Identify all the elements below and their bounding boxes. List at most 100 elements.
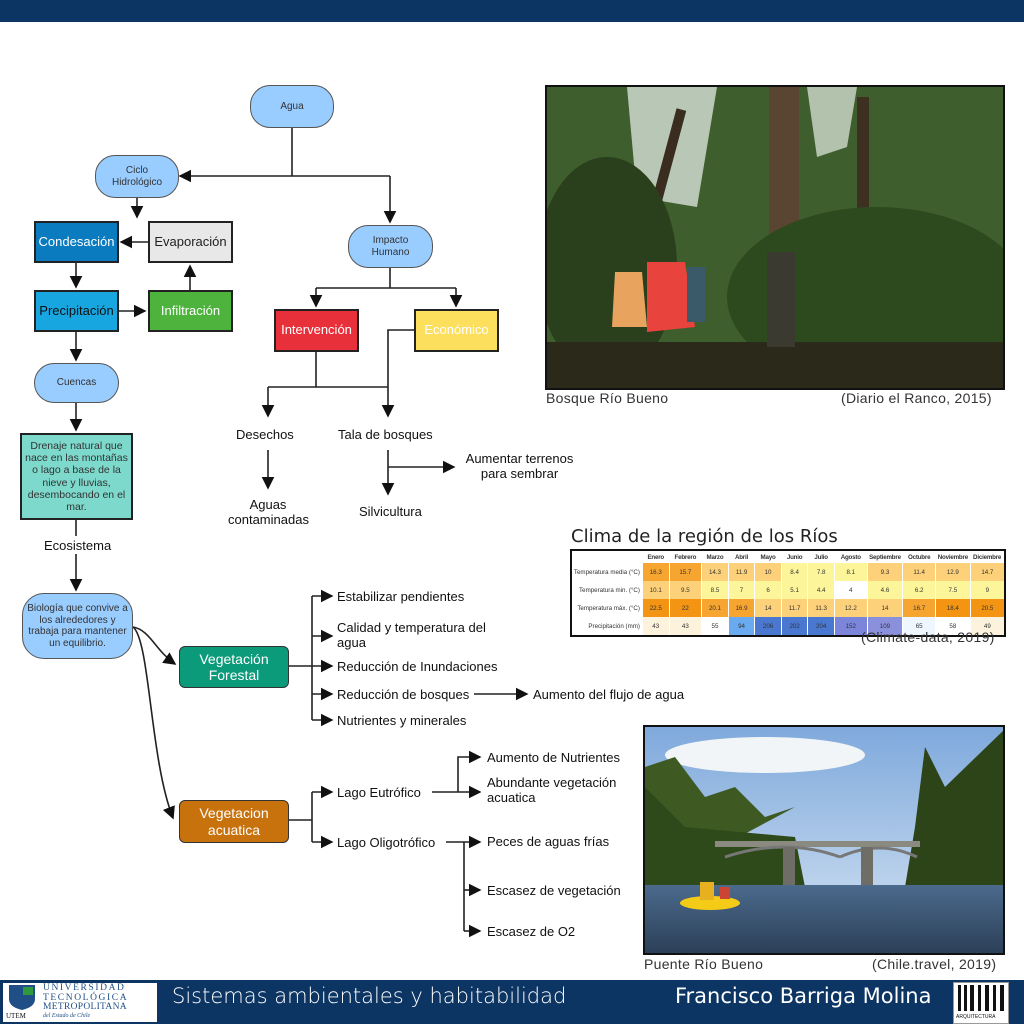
oligotrofico-item: Escasez de O2 [487,924,576,939]
clima-cell: 20.1 [701,599,729,617]
source-bosque: (Diario el Ranco, 2015) [841,390,992,406]
clima-row-label: Precipitación (mm) [570,617,643,636]
clima-cell: 8.1 [833,563,868,581]
top-banner [0,0,1024,22]
node-condensacion-label: Condesación [38,233,115,249]
clima-cell: 4.4 [807,581,835,599]
label-silvicultura: Silvicultura [359,504,422,519]
utem-shield-icon [9,985,35,1010]
node-intervencion: Intervención [274,309,359,352]
clima-cell: 65 [902,617,936,636]
clima-cell: 4.6 [866,581,903,599]
label-desechos: Desechos [236,427,294,442]
clima-cell: 43 [641,617,670,636]
clima-cell: 43 [668,617,702,636]
clima-cell: 4 [833,581,868,599]
node-intervencion-label: Intervención [281,322,352,338]
clima-cell: 204 [807,617,835,636]
node-agua: Agua [250,85,334,128]
oligotrofico-item: Escasez de vegetación [487,883,621,898]
forestal-item: Calidad y temperatura del agua [337,620,486,650]
clima-cell: 9.5 [668,581,702,599]
clima-cell: 18.4 [935,599,971,617]
node-biologia: Biología que convive a los alrededores y… [22,593,133,659]
arquitectura-logo-icon [958,985,1004,1011]
utem-subtitle: del Estado de Chile [43,1013,91,1019]
node-vegetacion-acuatica: Vegetacion acuatica [179,800,289,843]
node-cuencas: Cuencas [34,363,119,403]
clima-cell: 11.3 [807,599,835,617]
forestal-item: Nutrientes y minerales [337,713,467,728]
clima-cell: 22 [668,599,702,617]
node-cuencas-label: Cuencas [56,377,97,389]
node-condensacion: Condesación [34,221,119,263]
utem-line-2: TECNOLÓGICA [43,992,129,1003]
node-biologia-label: Biología que convive a los alrededores y… [27,603,128,649]
clima-cell: 11.7 [780,599,808,617]
node-economico-label: Económico [424,322,489,338]
utem-logo: UTEM UNIVERSIDAD TECNOLÓGICA METROPOLITA… [3,983,157,1022]
clima-cell: 12.2 [833,599,868,617]
clima-month-header: Septiembre [869,553,901,561]
clima-cell: 58 [935,617,971,636]
node-economico: Económico [414,309,499,352]
author-name: Francisco Barriga Molina [675,984,932,1008]
clima-cell: 7.5 [935,581,971,599]
clima-month-header: Abril [734,553,749,561]
clima-cell: 11.9 [727,563,755,581]
clima-row-label: Temperatura min. (°C) [570,581,643,599]
caption-bosque: Bosque Río Bueno [546,390,669,406]
clima-cell: 10 [754,563,782,581]
label-aguas-contaminadas: Aguas contaminadas [228,497,309,527]
node-impacto-label: Impacto Humano [371,235,410,258]
utem-acronym: UTEM [6,1012,26,1020]
clima-corner [571,550,642,563]
clima-cell: 8.5 [701,581,729,599]
source-puente: (Chile.travel, 2019) [872,956,997,972]
clima-cell: 206 [754,617,782,636]
node-acuatica-label: Vegetacion acuatica [199,805,269,838]
utem-name: UNIVERSIDAD TECNOLÓGICA METROPOLITANA [43,983,129,1013]
node-vegetacion-forestal: Vegetación Forestal [179,646,289,688]
clima-cell: 12.9 [935,563,971,581]
river-illustration [645,727,1003,953]
course-title: Sistemas ambientales y habitabilidad [172,984,567,1008]
clima-title: Clima de la región de los Ríos [571,526,838,547]
label-aumentar-terrenos: Aumentar terrenos para sembrar [465,451,574,481]
clima-cell: 14.7 [969,563,1005,581]
clima-cell: 20.5 [969,599,1005,617]
node-evaporacion-label: Evaporación [154,233,227,249]
forestal-item: Reducción de bosques [337,687,470,702]
node-forestal-label: Vegetación Forestal [199,650,269,683]
clima-cell: 8.4 [780,563,808,581]
clima-cell: 10.1 [641,581,670,599]
node-agua-label: Agua [280,100,304,112]
clima-cell: 14 [866,599,903,617]
clima-cell: 15.7 [668,563,702,581]
clima-cell: 16.3 [641,563,670,581]
label-lago-eutrofico: Lago Eutrófico [337,785,421,800]
clima-cell: 16.7 [902,599,936,617]
utem-line-1: UNIVERSIDAD [43,983,126,993]
forestal-item: Estabilizar pendientes [337,589,465,604]
clima-cell: 16.9 [727,599,755,617]
clima-month-header: Enero [647,553,665,561]
arquitectura-label: ARQUITECTURA [956,1014,996,1020]
clima-cell: 9.3 [866,563,903,581]
clima-cell: 7 [727,581,755,599]
clima-month-header: Julio [814,553,828,561]
clima-month-header: Agosto [840,553,861,561]
node-evaporacion: Evaporación [148,221,233,263]
clima-cell: 202 [780,617,808,636]
label-aumento-flujo: Aumento del flujo de agua [533,687,685,702]
arquitectura-logo: ARQUITECTURA [953,982,1009,1024]
photo-bosque-rio-bueno [545,85,1005,390]
photo-puente-rio-bueno [643,725,1005,955]
clima-cell: 5.1 [780,581,808,599]
clima-month-header: Diciembre [973,553,1002,561]
clima-row-label: Temperatura media (°C) [570,563,643,581]
